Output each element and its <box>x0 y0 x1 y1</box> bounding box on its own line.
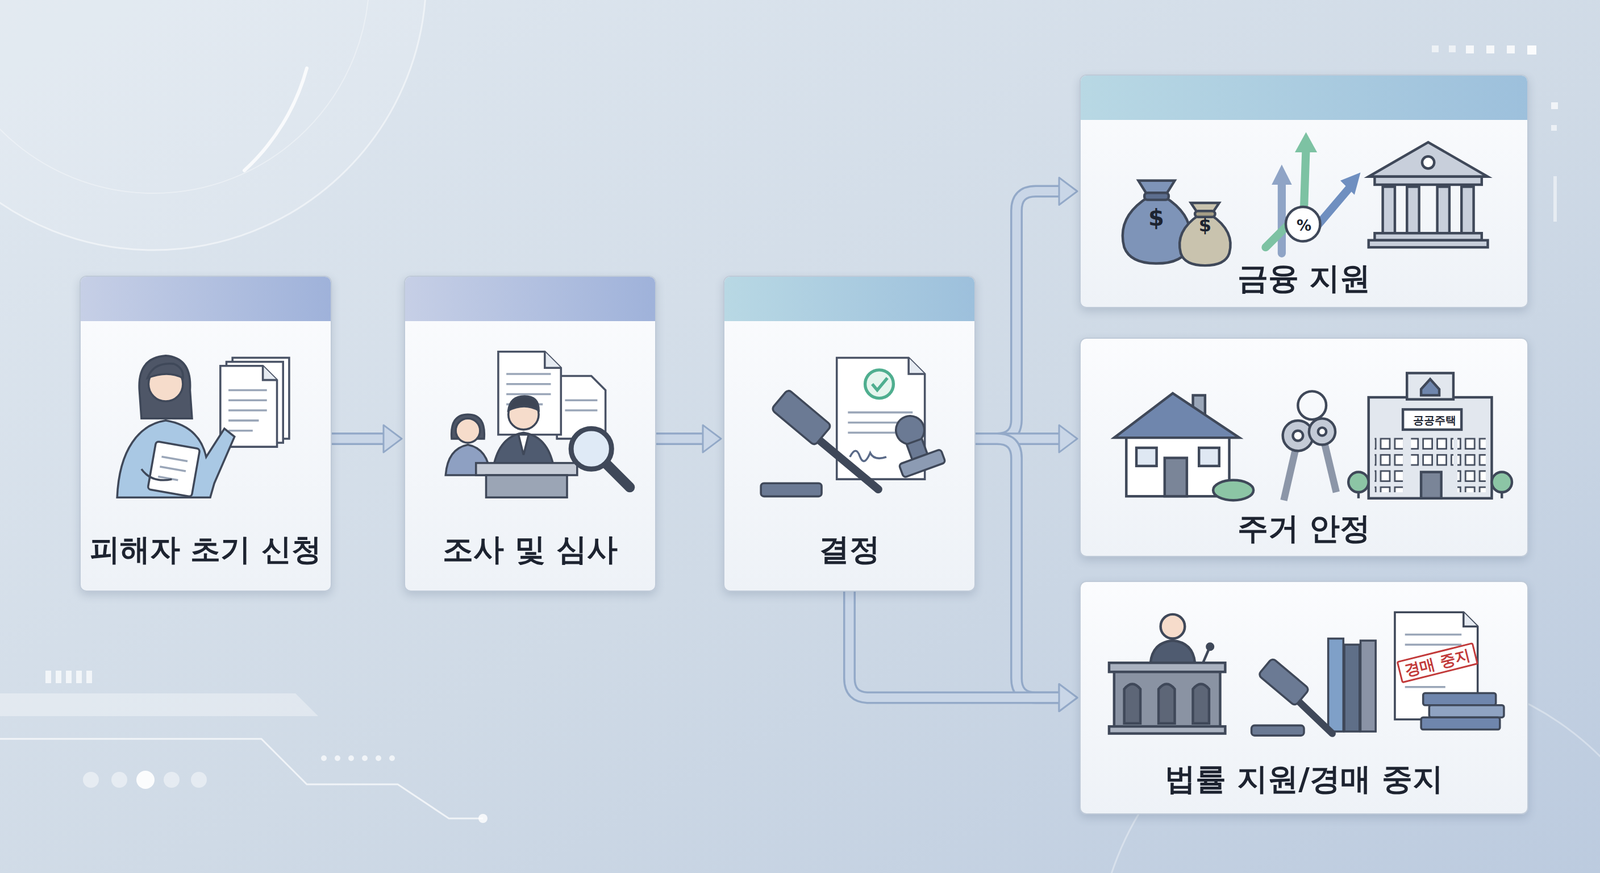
box-title: 금융 지원 <box>1237 260 1372 298</box>
arrow-head <box>1059 684 1078 712</box>
arrow-outline <box>656 432 706 445</box>
arrow-head <box>1059 177 1078 206</box>
public-housing-building <box>1348 372 1512 498</box>
woman <box>117 355 235 498</box>
gavel <box>760 389 879 497</box>
flow-arrow <box>849 591 1078 712</box>
arrow-shaft <box>656 434 706 443</box>
box-header-band <box>80 276 331 322</box>
arrow-outline <box>849 591 1062 698</box>
flow-arrow <box>975 438 1078 712</box>
money-bags <box>1122 180 1231 266</box>
box-header-band <box>724 276 975 322</box>
box-title: 피해자 초기 신청 <box>89 531 322 568</box>
house <box>1114 393 1254 500</box>
flow-arrow <box>331 425 402 453</box>
process-box: 피해자 초기 신청 <box>79 275 332 592</box>
documents <box>498 351 606 439</box>
process-box: 주거 안정 공공주택 <box>1079 337 1529 557</box>
box-title-row: 조사 및 심사 <box>405 531 656 569</box>
box-header-band <box>405 276 656 322</box>
keys <box>1282 390 1337 500</box>
box-title-row: 주거 안정 <box>1080 510 1528 548</box>
deco-circuit <box>0 45 1558 823</box>
flow-arrow <box>975 177 1078 439</box>
arrow-head <box>1059 684 1078 712</box>
arrow-shaft <box>975 438 1062 698</box>
document-books <box>1394 611 1504 729</box>
box-title: 결정 <box>818 531 881 569</box>
box-title-row: 법률 지원/경매 중지 <box>1080 760 1528 798</box>
box-title: 법률 지원/경매 중지 <box>1164 760 1443 798</box>
process-box: 조사 및 심사 <box>403 275 657 592</box>
arrow-outline <box>975 438 1062 698</box>
box-title-row: 결정 <box>724 531 975 569</box>
arrow-head <box>383 425 402 453</box>
bank-building <box>1368 142 1489 248</box>
arrow-outline <box>975 191 1062 439</box>
arrow-outline <box>331 432 386 445</box>
box-header-band <box>1080 75 1528 120</box>
flow-arrow <box>656 425 722 453</box>
icon-label: $ <box>1198 215 1212 236</box>
process-box: 금융 지원 $ $% <box>1079 74 1529 308</box>
stamp <box>884 409 946 478</box>
process-box: 법률 지원/경매 중지경매 중지 <box>1079 580 1529 815</box>
arrow-shaft <box>849 591 1062 698</box>
icon-label: % <box>1296 217 1312 235</box>
magnifier <box>571 428 630 487</box>
desk <box>476 463 578 498</box>
box-title-row: 금융 지원 <box>1080 260 1528 298</box>
box-title: 조사 및 심사 <box>442 531 618 569</box>
arrow-head <box>702 425 722 453</box>
arrow-shaft <box>331 434 386 443</box>
icon-label: $ <box>1148 205 1165 231</box>
icon-label: 공공주택 <box>1413 414 1457 427</box>
gavel-books <box>1251 638 1377 736</box>
arrow-shaft <box>975 191 1062 439</box>
box-title-row: 피해자 초기 신청 <box>80 531 331 568</box>
arrow-head <box>1059 425 1078 453</box>
growth-arrows <box>1265 132 1361 254</box>
process-box: 결정 <box>723 275 976 592</box>
box-title: 주거 안정 <box>1237 510 1372 548</box>
judge-bench <box>1109 614 1225 734</box>
